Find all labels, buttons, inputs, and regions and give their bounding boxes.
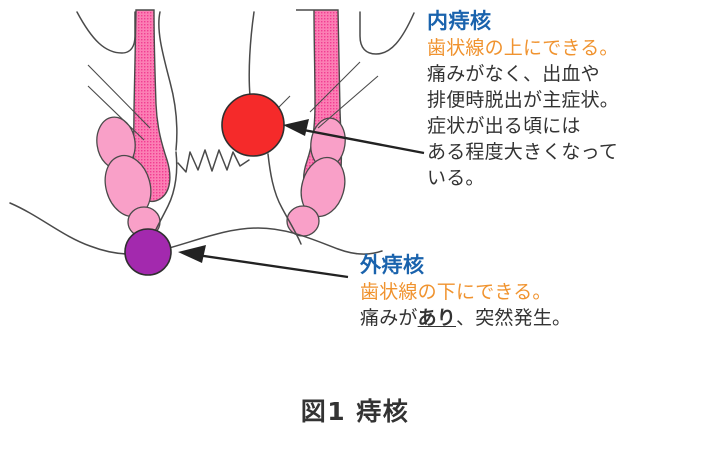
external-hemorrhoid-subtitle: 歯状線の下にできる。 [360,281,552,303]
external-hemorrhoid-body: 痛みがあり、突然発生。 [360,305,690,331]
dentate-line-zigzag [177,149,250,173]
body-line: 排便時脱出が主症状。 [427,89,620,111]
arrow-to-external-hemorrhoid [178,245,349,279]
internal-hemorrhoid [221,93,285,157]
body-line: ある程度大きくなって [427,141,619,163]
figure-caption: 図1 痔核 [300,397,410,426]
callout-internal-hemorrhoid: 内痔核 歯状線の上にできる。 痛みがなく、出血や 排便時脱出が主症状。 症状が出… [427,8,697,191]
arrow-to-internal-hemorrhoid [283,119,425,155]
body-line: 痛みがなく、出血や [427,63,600,85]
body-line: いる。 [427,167,485,189]
body-line: 痛みがあり、突然発生。 [360,305,690,331]
internal-hemorrhoid-subtitle: 歯状線の上にできる。 [427,37,619,59]
body-line: 症状が出る頃には [427,115,581,137]
leader-lines-left [87,64,151,141]
body-prefix: 痛みが [360,307,418,329]
external-hemorrhoid [124,228,172,276]
internal-hemorrhoid-title: 内痔核 [427,9,492,33]
body-suffix: 、突然発生。 [456,307,572,329]
body-emphasis: あり [417,307,457,329]
callout-external-hemorrhoid: 外痔核 歯状線の下にできる。 痛みがあり、突然発生。 [360,252,690,331]
perianal-skin-line [9,202,383,255]
external-sphincter-bundles [96,116,346,238]
external-hemorrhoid-title: 外痔核 [360,253,425,277]
internal-hemorrhoid-body: 痛みがなく、出血や 排便時脱出が主症状。 症状が出る頃には ある程度大きくなって… [427,61,697,191]
